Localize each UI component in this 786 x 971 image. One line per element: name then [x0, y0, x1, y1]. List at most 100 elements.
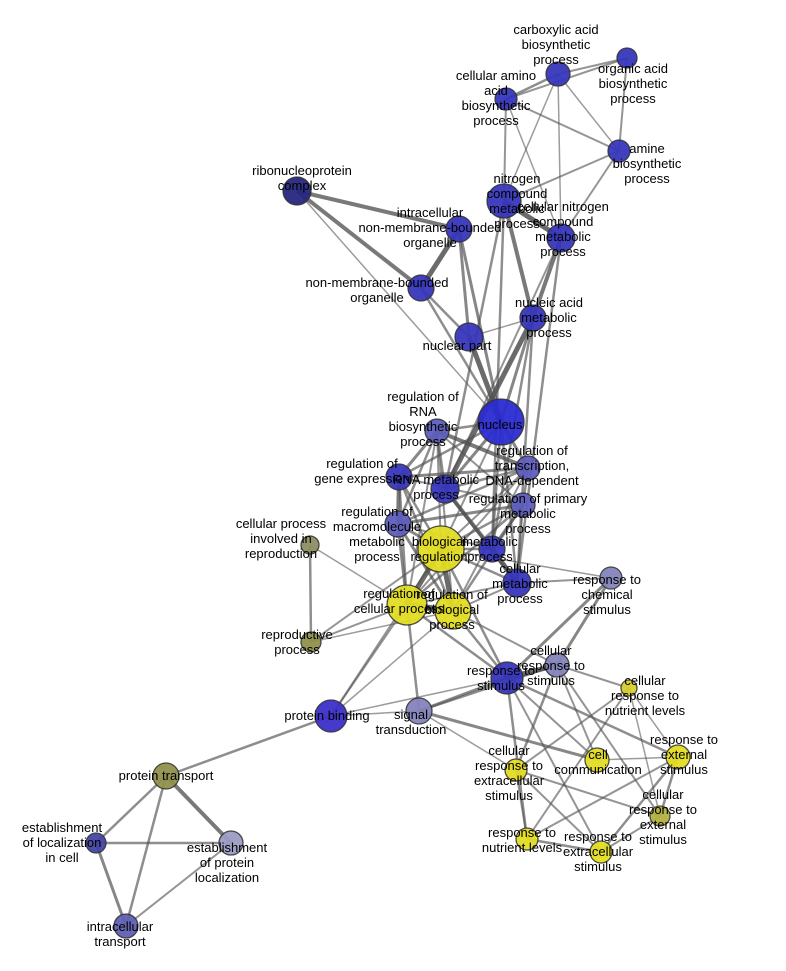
graph-node-cell_resp_stim[interactable]	[544, 652, 570, 678]
graph-node-reg_primary[interactable]	[510, 492, 536, 518]
graph-node-carboxylic[interactable]	[545, 61, 571, 87]
node-label-intra_transport-line0: intracellular	[87, 919, 154, 934]
node-label-organic-line2: process	[610, 91, 656, 106]
node-label-est_prot_loc-line1: of protein	[200, 855, 254, 870]
graph-node-reg_macro[interactable]	[384, 510, 412, 538]
graph-node-cell_resp_extracell[interactable]	[504, 758, 528, 782]
graph-node-cell_resp_external[interactable]	[649, 805, 671, 827]
graph-node-nmb_org[interactable]	[407, 274, 435, 302]
graph-edge-resp_extracell-cell_resp_extracell	[515, 769, 602, 853]
node-label-cell_resp_stim-line0: cellular	[530, 643, 572, 658]
node-label-bio_reg-line1: regulation	[410, 549, 467, 564]
node-label-reg_bio_proc-line0: regulation of	[416, 587, 488, 602]
graph-edge-rnp-nmb_org	[295, 189, 423, 290]
graph-edge-cell_resp_stim-resp_chem	[555, 577, 613, 666]
node-label-cell_proc_repro-line1: involved in	[250, 531, 311, 546]
node-label-nucleic-line1: metabolic	[521, 310, 577, 325]
node-label-amine-line0: amine	[629, 141, 664, 156]
node-label-rnp-line0: ribonucleoprotein	[252, 163, 352, 178]
node-label-amino-line0: cellular amino	[456, 68, 536, 83]
node-label-reg_rna-line2: biosynthetic	[389, 419, 458, 434]
node-label-cell_proc_repro-line0: cellular process	[236, 516, 327, 531]
graph-edge-reg_primary-reg_macro	[397, 503, 524, 526]
node-label-cell_comm-line0: cell	[588, 747, 608, 762]
graph-edge-bio_reg-resp_stim	[439, 548, 509, 679]
node-label-nitrogen-line0: nitrogen	[494, 171, 541, 186]
graph-node-nucleus[interactable]	[477, 398, 525, 446]
graph-edge-est_prot_loc-intra_transport	[125, 842, 232, 927]
graph-node-reg_bio_proc[interactable]	[434, 592, 472, 630]
graph-node-cell_comm[interactable]	[584, 747, 610, 773]
graph-node-resp_external[interactable]	[665, 744, 691, 770]
graph-edge-resp_external-resp_extracell	[600, 756, 679, 853]
graph-node-reg_cell_proc[interactable]	[386, 584, 428, 626]
graph-node-resp_stim[interactable]	[490, 661, 524, 695]
graph-node-repro_proc[interactable]	[300, 631, 322, 653]
graph-edge-nmb_org-nucleus	[419, 287, 503, 423]
graph-node-est_loc_cell[interactable]	[85, 832, 107, 854]
graph-edge-repro_proc-reg_bio_proc	[310, 610, 454, 643]
graph-node-rna_metab[interactable]	[430, 474, 460, 504]
graph-node-metab[interactable]	[478, 535, 506, 563]
node-label-cell_nitrogen-line3: process	[540, 244, 586, 259]
node-label-reg_bio_proc-line1: biological	[425, 602, 479, 617]
graph-node-protein_transport[interactable]	[152, 762, 180, 790]
node-label-reg_macro-line1: macromolecule	[333, 519, 421, 534]
node-label-reg_cell_proc-line0: regulation of	[363, 586, 435, 601]
graph-node-resp_extracell[interactable]	[589, 840, 613, 864]
graph-edge-cell_nitrogen-cell_metab	[515, 237, 563, 584]
graph-node-nuclear_part[interactable]	[454, 322, 484, 352]
graph-node-protein_binding[interactable]	[314, 699, 348, 733]
graph-edge-reg_transcription-reg_cell_proc	[406, 467, 529, 606]
graph-node-signal_transduction[interactable]	[405, 697, 433, 725]
graph-node-amine[interactable]	[607, 139, 631, 163]
graph-node-cell_nitrogen[interactable]	[546, 223, 576, 253]
graph-edge-reg_transcription-reg_gene	[398, 466, 529, 479]
node-label-cell_resp_extracell-line2: extracellular	[474, 773, 545, 788]
graph-node-reg_transcription[interactable]	[515, 455, 541, 481]
graph-node-cell_metab[interactable]	[502, 568, 532, 598]
node-label-cell_nitrogen-line1: compound	[533, 214, 594, 229]
graph-edge-amine-cell_nitrogen	[560, 150, 620, 239]
node-label-reg_primary-line0: regulation of primary	[469, 491, 588, 506]
graph-node-reg_gene[interactable]	[385, 463, 413, 491]
node-label-cell_resp_stim-line2: stimulus	[527, 673, 575, 688]
node-label-nmb_org-line1: organelle	[350, 290, 404, 305]
graph-edge-rnp-intra_org	[296, 189, 460, 231]
node-label-reg_macro-line3: process	[354, 549, 400, 564]
graph-edge-reg_rna-reg_transcription	[436, 429, 529, 470]
graph-edge-resp_extracell-resp_nutrient	[526, 837, 602, 854]
node-label-reg_gene-line0: regulation of	[326, 456, 398, 471]
node-label-intra_org-line0: intracellular	[397, 205, 464, 220]
graph-edge-cell_resp_stim-cell_resp_external	[556, 664, 661, 817]
node-label-nitrogen-line3: process	[494, 216, 540, 231]
graph-node-rnp[interactable]	[282, 176, 312, 206]
graph-node-nucleic[interactable]	[519, 304, 547, 332]
graph-node-organic[interactable]	[616, 47, 638, 69]
node-label-resp_extracell-line2: stimulus	[574, 859, 622, 874]
graph-edge-rnp-nucleus	[296, 190, 502, 423]
graph-edge-repro_proc-bio_reg	[310, 548, 442, 643]
graph-edge-resp_chem-bio_reg	[440, 548, 612, 579]
node-label-metab-line0: metabolic	[462, 534, 518, 549]
node-label-protein_binding-line0: protein binding	[284, 708, 369, 723]
graph-edge-reg_rna-reg_macro	[396, 430, 439, 525]
graph-node-reg_rna[interactable]	[424, 418, 450, 444]
graph-node-intra_org[interactable]	[445, 215, 473, 243]
graph-node-resp_nutrient[interactable]	[515, 827, 539, 851]
graph-node-bio_reg[interactable]	[417, 525, 465, 573]
graph-node-resp_chem[interactable]	[599, 566, 623, 590]
graph-node-intra_transport[interactable]	[113, 913, 139, 939]
graph-node-cell_proc_repro[interactable]	[300, 535, 320, 555]
node-label-resp_external-line2: stimulus	[660, 762, 708, 777]
graph-node-cell_resp_nutrient[interactable]	[620, 679, 638, 697]
graph-node-est_prot_loc[interactable]	[218, 830, 244, 856]
node-label-cell_resp_nutrient-line1: response to	[611, 688, 679, 703]
node-label-rnp-line1: complex	[278, 178, 327, 193]
node-label-reg_transcription-line0: regulation of	[496, 443, 568, 458]
graph-node-nitrogen[interactable]	[486, 183, 522, 219]
graph-edge-cell_resp_nutrient-resp_nutrient	[526, 687, 630, 840]
graph-node-amino[interactable]	[494, 87, 518, 111]
